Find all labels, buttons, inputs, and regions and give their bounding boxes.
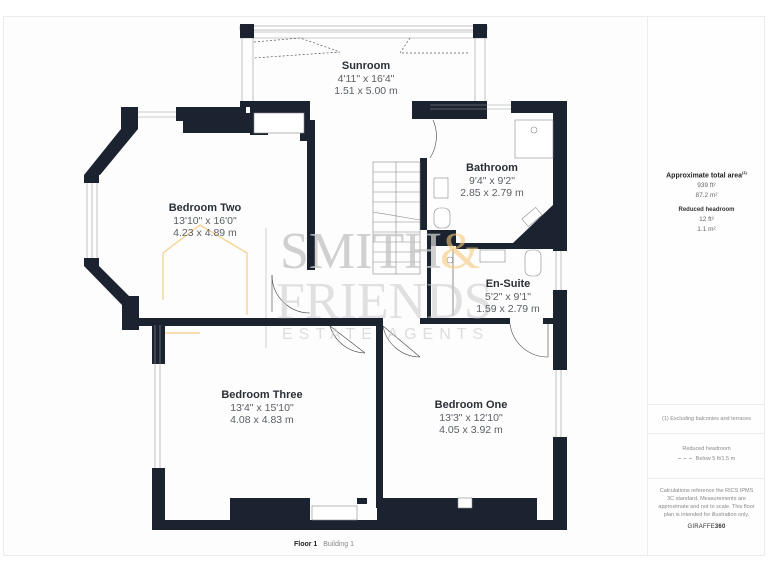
room-name: Bedroom Two <box>168 202 242 214</box>
room-imperial: 9'4" x 9'2" <box>469 175 515 187</box>
dashed-line-icon <box>677 458 692 460</box>
room-metric: 1.51 x 5.00 m <box>334 85 398 97</box>
legend-item: Below 5 ft/1.5 m <box>648 455 765 463</box>
divider <box>648 478 765 479</box>
reduced-headroom-ft: 12 ft² <box>699 216 714 224</box>
room-name: Bedroom One <box>434 399 508 411</box>
floor-label: Floor 1 <box>293 541 318 548</box>
total-area-ft: 939 ft² <box>697 182 716 190</box>
room-imperial: 13'10" x 16'0" <box>173 215 237 227</box>
divider <box>648 433 765 434</box>
legend-title: Reduced headroom <box>682 446 731 452</box>
room-name: Bedroom Three <box>221 389 303 401</box>
room-imperial: 5'2" x 9'1" <box>485 291 531 303</box>
legend-section: Reduced headroom Below 5 ft/1.5 m <box>648 445 765 463</box>
floor-caption: Floor 1 Building 1 <box>0 541 648 548</box>
room-name: Bathroom <box>466 162 518 174</box>
bathroom-fixtures <box>433 119 554 277</box>
room-metric: 4.23 x 4.89 m <box>173 227 237 239</box>
room-sunroom: Sunroom 4'11" x 16'4" 1.51 x 5.00 m <box>334 60 398 97</box>
bay-windows <box>86 104 562 468</box>
reduced-headroom-title: Reduced headroom <box>678 207 735 214</box>
disclaimer-section: Calculations reference the RICS IPMS 3C … <box>648 487 765 530</box>
built-in-wardrobes <box>253 112 473 521</box>
disclaimer-text: Calculations reference the RICS IPMS 3C … <box>658 488 755 518</box>
room-bedroom-three: Bedroom Three 13'4" x 15'10" 4.08 x 4.83… <box>221 389 302 426</box>
sunroom-walls <box>239 24 488 101</box>
info-sidepanel <box>648 16 765 556</box>
room-bathroom: Bathroom 9'4" x 9'2" 2.85 x 2.79 m <box>460 162 524 199</box>
total-area-section: Approximate total area(1) 939 ft² 87.2 m… <box>648 170 765 235</box>
footnote-text: (1) Excluding balconies and terraces <box>662 416 751 422</box>
svg-text:SMITH: SMITH <box>280 223 442 280</box>
room-metric: 2.85 x 2.79 m <box>460 187 524 199</box>
giraffe360-logo: GIRAFFE360 <box>687 524 726 530</box>
room-metric: 1.59 x 2.79 m <box>476 303 540 315</box>
staircase <box>372 161 421 275</box>
room-name: En-Suite <box>485 278 531 290</box>
divider <box>648 404 765 405</box>
room-name: Sunroom <box>341 60 391 72</box>
watermark-text: SMITH <box>280 223 442 280</box>
room-metric: 4.05 x 3.92 m <box>439 424 503 436</box>
room-bedroom-two: Bedroom Two 13'10" x 16'0" 4.23 x 4.89 m <box>169 202 242 239</box>
building-label: Building 1 <box>323 541 355 548</box>
door-swings <box>271 119 549 358</box>
footnote-section: (1) Excluding balconies and terraces <box>648 415 765 423</box>
room-imperial: 13'4" x 15'10" <box>230 402 294 414</box>
total-area-m: 87.2 m² <box>695 192 718 200</box>
total-area-title: Approximate total area(1) <box>666 170 747 180</box>
room-imperial: 4'11" x 16'4" <box>337 73 395 85</box>
room-metric: 4.08 x 4.83 m <box>230 414 294 426</box>
room-en-suite: En-Suite 5'2" x 9'1" 1.59 x 2.79 m <box>476 278 540 315</box>
room-imperial: 13'3" x 12'10" <box>439 412 503 424</box>
watermark-house-icon <box>162 224 248 334</box>
reduced-headroom-m: 1.1 m² <box>697 226 716 234</box>
room-bedroom-one: Bedroom One 13'3" x 12'10" 4.05 x 3.92 m <box>435 399 508 436</box>
floor-plan-drawing: SMITH <box>84 24 567 530</box>
